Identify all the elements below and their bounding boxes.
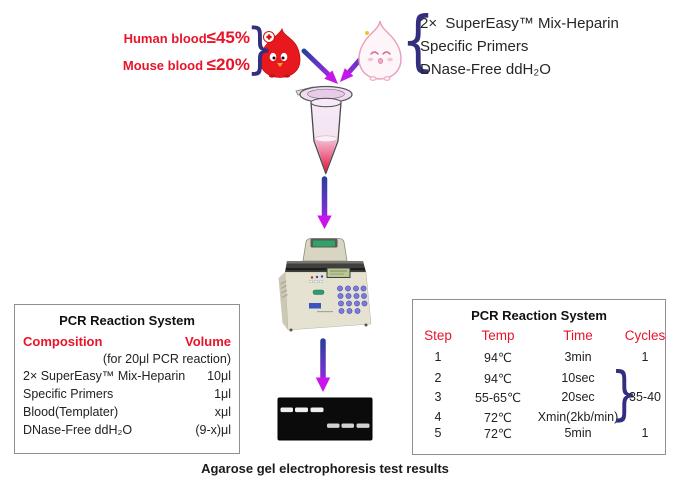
- components-brace: {: [401, 2, 435, 79]
- table-row: 1 94℃ 3min 1: [413, 350, 667, 365]
- table-row: DNase-Free ddH₂O (9-x)μl: [23, 423, 231, 437]
- row-step: 5: [434, 426, 442, 440]
- pcr-composition-table: PCR Reaction System Composition Volume (…: [14, 304, 240, 454]
- row-time: 3min: [564, 350, 592, 364]
- pcr-program-table: PCR Reaction System Step Temp Time Cycle…: [412, 299, 666, 455]
- row-time: 5min: [564, 426, 592, 440]
- table-row: 3 55-65℃ 20sec: [413, 390, 667, 405]
- row-composition: DNase-Free ddH₂O: [23, 423, 133, 437]
- table-row: 5 72℃ 5min 1: [413, 426, 667, 441]
- human-blood-limit: Human blood≤45%: [124, 28, 250, 48]
- blood-limits-brace: }: [246, 17, 274, 80]
- row-composition: 2× SuperEasy™ Mix-Heparin: [23, 369, 186, 383]
- row-temp: 94℃: [484, 372, 512, 386]
- arrow-tube-to-cycler-icon: [317, 176, 332, 229]
- row-volume: (9-x)μl: [195, 423, 231, 437]
- row-cycles: 1: [641, 426, 649, 440]
- time-header: Time: [563, 328, 593, 343]
- step-header: Step: [424, 328, 452, 343]
- left-table-subheader: (for 20μl PCR reaction): [102, 352, 231, 366]
- component-water: DNase-Free ddH₂O: [420, 61, 551, 78]
- mouse-blood-label: Mouse blood: [122, 58, 207, 73]
- table-row: 4 72℃ Xmin(2kb/min): [413, 410, 667, 425]
- left-table-title: PCR Reaction System: [59, 313, 195, 328]
- row-step: 1: [434, 350, 442, 364]
- gel-caption: Agarose gel electrophoresis test results: [201, 461, 449, 476]
- row-time: 10sec: [561, 371, 595, 385]
- mouse-blood-value: ≤20%: [206, 55, 250, 74]
- thermal-cycler-icon: [278, 238, 372, 332]
- row-volume: xμl: [214, 405, 231, 419]
- row-volume: 1μl: [214, 387, 231, 401]
- row-time: 20sec: [561, 390, 595, 404]
- row-cycles: 1: [641, 350, 649, 364]
- table-row: 2 94℃ 10sec: [413, 371, 667, 386]
- pink-drop-icon: [358, 20, 402, 81]
- left-table-header: Composition Volume: [23, 334, 231, 349]
- volume-header: Volume: [185, 334, 231, 349]
- row-step: 4: [434, 410, 442, 424]
- right-table-header: Step Temp Time Cycles: [413, 328, 667, 343]
- table-row: Specific Primers 1μl: [23, 387, 231, 401]
- row-temp: 94℃: [484, 351, 512, 365]
- cycles-group-brace: }: [610, 359, 639, 427]
- microcentrifuge-tube-icon: [295, 85, 353, 175]
- row-time: Xmin(2kb/min): [537, 410, 619, 424]
- row-temp: 72℃: [484, 427, 512, 441]
- row-step: 3: [434, 390, 442, 404]
- row-temp: 72℃: [484, 411, 512, 425]
- row-volume: 10μl: [207, 369, 231, 383]
- arrow-left-diagonal-icon: [301, 48, 338, 84]
- red-blood-drop-icon: [259, 27, 301, 78]
- composition-header: Composition: [23, 334, 103, 349]
- component-mix: 2× SuperEasy™ Mix-Heparin: [420, 15, 619, 32]
- mouse-blood-limit: Mouse blood ≤20%: [123, 55, 250, 75]
- arrow-cycler-to-gel-icon: [315, 338, 331, 392]
- row-temp: 55-65℃: [474, 391, 521, 405]
- cycles-header: Cycles: [624, 328, 666, 343]
- reagent-components-list: 2× SuperEasy™ Mix-Heparin Specific Prime…: [420, 12, 619, 81]
- gel-image: [277, 397, 373, 441]
- row-step: 2: [434, 371, 442, 385]
- row-composition: Blood(Templater): [23, 405, 119, 419]
- row-composition: Specific Primers: [23, 387, 114, 401]
- component-primers: Specific Primers: [420, 38, 529, 55]
- cycles-group-label: 35-40: [629, 390, 661, 404]
- temp-header: Temp: [481, 328, 515, 343]
- table-row: 2× SuperEasy™ Mix-Heparin 10μl: [23, 369, 231, 383]
- human-blood-label: Human blood: [123, 31, 207, 46]
- right-table-title: PCR Reaction System: [471, 308, 607, 323]
- human-blood-value: ≤45%: [206, 28, 250, 47]
- table-row: Blood(Templater) xμl: [23, 405, 231, 419]
